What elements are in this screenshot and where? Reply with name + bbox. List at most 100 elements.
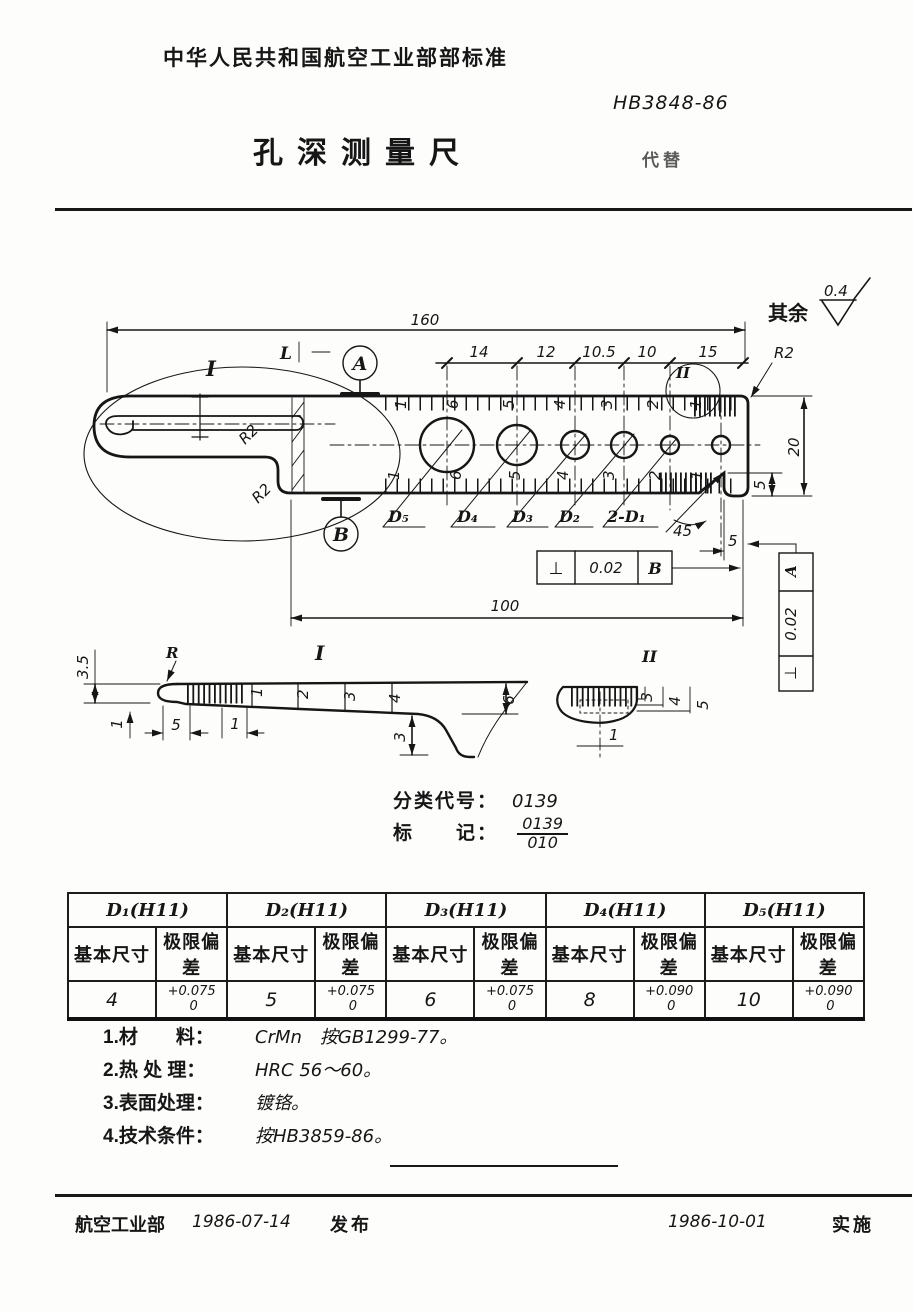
- mark-row: 标 记： 0139 010: [393, 815, 569, 852]
- knurl-areas: [660, 395, 739, 494]
- col-header-d1: D₁(H11): [66, 892, 229, 928]
- section-ii-label: II: [675, 364, 691, 382]
- dim-20-text: 20: [785, 437, 803, 456]
- surface-finish-symbol: 其余 0.4: [768, 277, 871, 327]
- col-header-d3: D₃(H11): [385, 892, 547, 928]
- classification-row: 分类代号： 0139: [393, 786, 558, 813]
- classification-code: 0139: [512, 791, 558, 812]
- header-rule: [55, 208, 912, 211]
- holes: [418, 416, 732, 474]
- dim-10-text: 10: [637, 343, 656, 361]
- ruler-body-outline: [92, 394, 750, 498]
- detail-i-view: I 1 2 3 4 R 3.5 1: [74, 641, 529, 759]
- col-header-d4: D₄(H11): [544, 892, 706, 928]
- col-header-d2: D₂(H11): [226, 892, 388, 928]
- subheader-dev: 极限偏差: [632, 926, 706, 982]
- footer-issue-label: 发布: [330, 1215, 372, 1235]
- separator-line: [390, 1165, 618, 1167]
- hole-d2-label: D₂: [558, 507, 580, 526]
- r2-top-text: R2: [774, 344, 794, 362]
- standard-number: HB3848-86: [613, 92, 729, 114]
- section-hatch-band: [291, 397, 305, 493]
- subheader-dev: 极限偏差: [155, 926, 229, 982]
- replaces-label: 代替: [642, 151, 684, 170]
- ruler-ticks: [385, 395, 740, 494]
- detail-i-title: I: [314, 641, 325, 665]
- dim-1b-text: 1: [230, 715, 240, 733]
- dim-5-text: 5: [694, 700, 712, 710]
- r2-left-upper-text: R2: [235, 421, 262, 448]
- dim-3-text: 3: [391, 732, 409, 742]
- perpendicularity-icon: ⊥: [783, 666, 800, 680]
- subheader-dev: 极限偏差: [791, 926, 866, 982]
- subheader-dev: 极限偏差: [473, 926, 547, 982]
- datum-a: A: [340, 345, 380, 396]
- subheader-basic: 基本尺寸: [703, 926, 794, 982]
- scale-number: 5: [500, 399, 518, 409]
- dim-14-text: 14: [469, 343, 488, 361]
- surface-finish-value: 0.4: [824, 282, 848, 300]
- col-header-d5: D₅(H11): [703, 892, 866, 928]
- scale-numbers-bottom: 1 6 5 4 3 2 1: [385, 470, 706, 480]
- mark-fraction: 0139 010: [517, 815, 569, 852]
- footer-impl-label: 实施: [832, 1215, 874, 1235]
- section-l-mark: L: [279, 341, 331, 364]
- dim-step-5: 5: [727, 472, 783, 497]
- scale-numbers-top: 1 6 5 4 3 2 1: [392, 399, 705, 409]
- subheader-basic: 基本尺寸: [226, 926, 317, 982]
- hole-d5-label: D₅: [387, 507, 409, 526]
- r2-left-lower-text: R2: [248, 480, 275, 507]
- datum-a-label: A: [351, 353, 368, 375]
- scale-number: 3: [598, 399, 616, 409]
- subheader-basic: 基本尺寸: [544, 926, 635, 982]
- hole-d3-label: D₃: [511, 507, 533, 526]
- note-material: 1.材 料：CrMn 按GB1299-77。: [103, 1027, 458, 1048]
- scale-number: 2: [644, 399, 662, 409]
- dim-5-text: 5: [171, 716, 181, 734]
- dim-12-text: 12: [536, 343, 555, 361]
- dim-10-5-text: 10.5: [582, 343, 615, 361]
- scale-number: 1: [385, 470, 403, 480]
- basic-value-d1: 4: [66, 980, 158, 1020]
- detail-i-r-label: R: [165, 644, 178, 662]
- tolerance-b-datum: B: [647, 559, 662, 578]
- dim-160-text: 160: [411, 311, 440, 329]
- section-l-label: L: [279, 344, 292, 364]
- tolerance-frame-b: ⊥ 0.02 B: [536, 550, 741, 585]
- footer-issuer: 航空工业部: [75, 1215, 165, 1235]
- surface-finish-prefix: 其余: [768, 301, 809, 325]
- hole-d1-label: 2-D₁: [606, 507, 646, 526]
- classification-label: 分类代号：: [393, 791, 499, 812]
- scale-number: 2: [646, 470, 664, 480]
- table-header-row: D₁(H11) D₂(H11) D₃(H11) D₄(H11) D₅(H11): [66, 892, 866, 928]
- footer-impl-date: 1986-10-01: [668, 1212, 767, 1232]
- datum-b: B: [321, 497, 361, 552]
- scale-number: 1: [687, 399, 705, 409]
- note-heat-treatment: 2.热 处 理：HRC 56～60。: [103, 1060, 382, 1081]
- scale-number: 3: [341, 691, 359, 701]
- dim-hole-spacing: 14 12 10.5 10 15: [435, 343, 749, 369]
- tolerance-b-value: 0.02: [589, 559, 622, 577]
- org-title: 中华人民共和国航空工业部部标准: [163, 47, 508, 70]
- dim-1a-text: 1: [108, 719, 126, 729]
- dim-20: 20: [751, 395, 813, 497]
- detail-i-circle: [83, 366, 401, 542]
- dim-6-text: 6: [500, 695, 518, 705]
- note-technical-conditions: 4.技术条件：按HB3859-86。: [103, 1126, 393, 1147]
- scale-number: 4: [551, 399, 569, 409]
- tolerance-a-datum: A: [782, 565, 800, 579]
- scale-number: 3: [600, 470, 618, 480]
- dim-15-text: 15: [698, 343, 717, 361]
- mark-numerator: 0139: [517, 815, 569, 835]
- note-surface-treatment: 3.表面处理：镀铬。: [103, 1093, 309, 1114]
- dim-3-5-text: 3.5: [74, 655, 92, 679]
- footer-issue-date: 1986-07-14: [192, 1212, 291, 1232]
- subheader-dev: 极限偏差: [314, 926, 388, 982]
- dim-100: 100: [290, 499, 744, 627]
